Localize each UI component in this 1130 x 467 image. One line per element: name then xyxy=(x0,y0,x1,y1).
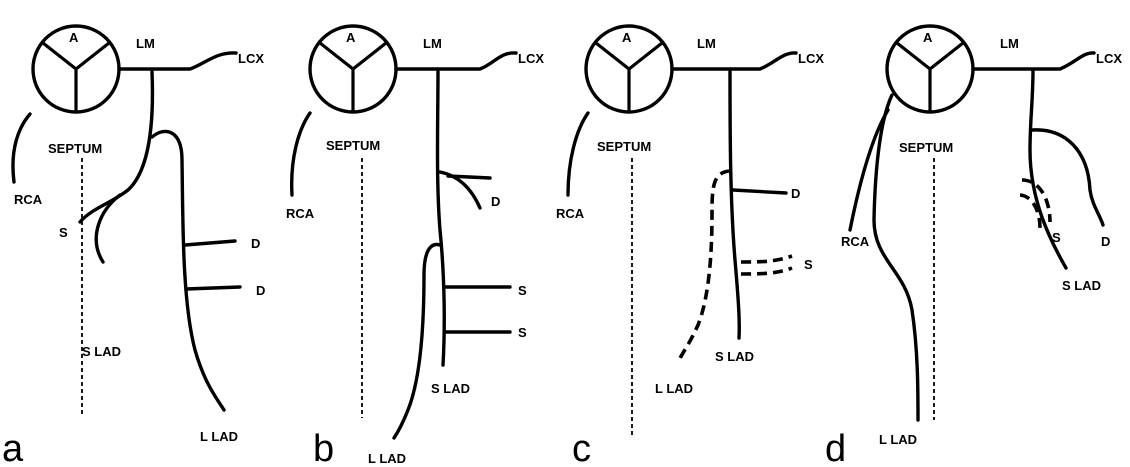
rca-vessel xyxy=(568,113,588,195)
lm-label: LM xyxy=(423,36,442,51)
septal-dashed-1 xyxy=(741,256,792,262)
aorta-label: A xyxy=(923,30,933,45)
lm-lcx-vessel xyxy=(119,53,236,69)
s-lad-vessel xyxy=(730,70,739,338)
septal-label: S xyxy=(804,257,813,272)
panel-b: A LM LCX SEPTUM RCA D S S S LAD L LAD b xyxy=(286,26,544,467)
lm-label: LM xyxy=(697,36,716,51)
panel-letter-b: b xyxy=(313,428,334,467)
diagonal-label-1: D xyxy=(251,236,260,251)
diagonal-label: D xyxy=(791,186,800,201)
rca-vessel xyxy=(13,114,30,182)
rca-label: RCA xyxy=(286,206,315,221)
diagonal-label-2: D xyxy=(256,283,265,298)
lm-label: LM xyxy=(136,36,155,51)
s-lad-vessel xyxy=(438,70,445,365)
panel-c: A LM LCX SEPTUM RCA D S S LAD L LAD c xyxy=(556,26,824,467)
rca-label: RCA xyxy=(556,206,585,221)
septal-label: S xyxy=(59,225,68,240)
aorta-label: A xyxy=(622,30,632,45)
panel-letter-a: a xyxy=(2,428,24,467)
septal-branch-2-vessel xyxy=(96,195,120,262)
l-lad-vessel xyxy=(394,244,440,438)
septum-label: SEPTUM xyxy=(597,139,651,154)
diagonal-vessel xyxy=(1032,130,1103,225)
lm-lcx-vessel xyxy=(672,53,796,69)
rca-label: RCA xyxy=(14,192,43,207)
lcx-label: LCX xyxy=(1096,51,1122,66)
lcx-label: LCX xyxy=(238,51,264,66)
lm-lcx-vessel xyxy=(973,53,1094,69)
panel-a: A LM LCX SEPTUM RCA S D D S LAD L LAD a xyxy=(2,26,265,467)
septum-label: SEPTUM xyxy=(326,138,380,153)
l-lad-label: L LAD xyxy=(655,381,693,396)
l-lad-label: L LAD xyxy=(368,451,406,466)
s-lad-label: S LAD xyxy=(82,344,121,359)
septum-label: SEPTUM xyxy=(899,140,953,155)
diagonal-label: D xyxy=(1101,234,1110,249)
lcx-label: LCX xyxy=(798,51,824,66)
aorta-label: A xyxy=(346,30,356,45)
panel-d: A LM LCX SEPTUM RCA S D S LAD L LAD d xyxy=(825,26,1122,467)
aorta-label: A xyxy=(69,30,79,45)
diagonal-vessel xyxy=(733,190,786,193)
diagonal-label: D xyxy=(491,194,500,209)
septum-label: SEPTUM xyxy=(48,141,102,156)
s-lad-label: S LAD xyxy=(715,349,754,364)
lm-label: LM xyxy=(1000,36,1019,51)
septal-label-2: S xyxy=(518,325,527,340)
s-lad-label: S LAD xyxy=(431,381,470,396)
l-lad-label: L LAD xyxy=(879,432,917,447)
l-lad-label: L LAD xyxy=(200,429,238,444)
septal-label-1: S xyxy=(518,283,527,298)
lcx-label: LCX xyxy=(518,51,544,66)
panel-letter-c: c xyxy=(572,428,591,467)
septal-dashed-2 xyxy=(741,268,792,274)
diagonal-2-vessel xyxy=(448,176,490,178)
rca-vessel xyxy=(292,113,310,195)
s-lad-label: S LAD xyxy=(1062,278,1101,293)
lm-lcx-vessel xyxy=(396,53,516,69)
diagonal-2-vessel xyxy=(186,287,240,289)
rca-label: RCA xyxy=(841,234,870,249)
panel-letter-d: d xyxy=(825,428,846,467)
l-lad-vessel xyxy=(152,131,224,410)
l-lad-dashed-vessel xyxy=(678,171,730,362)
diagonal-1-vessel xyxy=(185,241,235,245)
